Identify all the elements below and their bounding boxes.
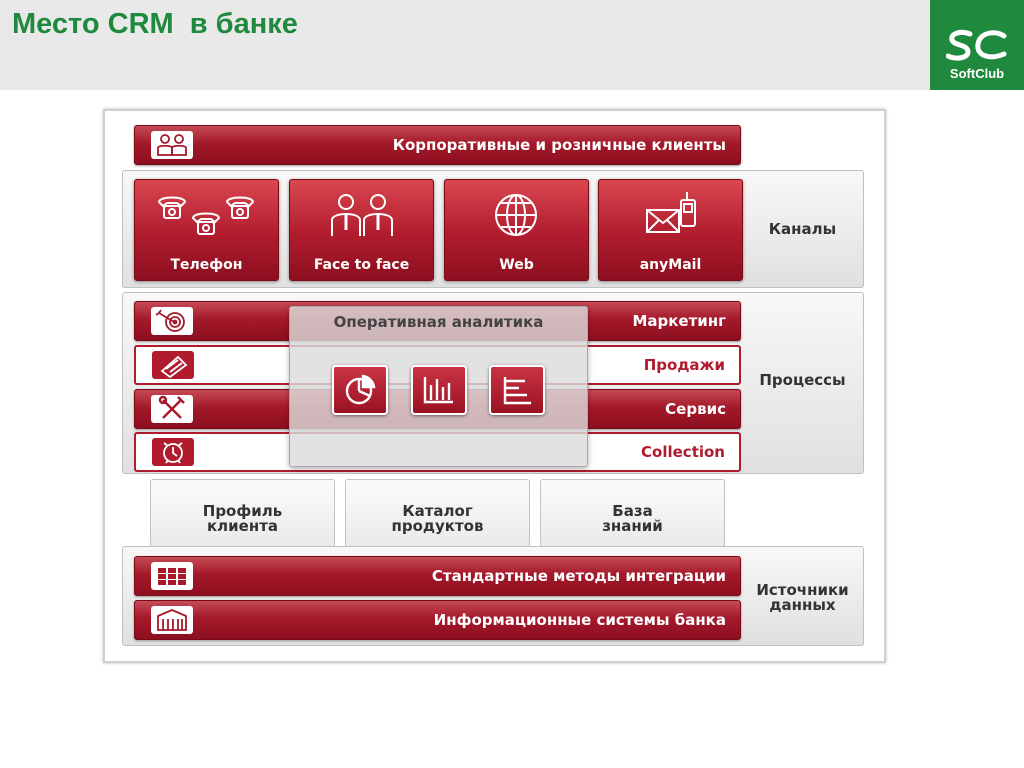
target-icon [151,307,193,335]
grid-icon [151,562,193,590]
box-product-catalog: Каталог продуктов [345,479,530,555]
channels-label: Каналы [768,220,837,238]
sources-label: Источники данных [745,583,860,613]
tile-label: Web [499,257,534,273]
tile-label: Телефон [170,257,243,273]
tools-icon [151,395,193,423]
integration-label: Стандартные методы интеграции [431,567,726,585]
sources-label-line: данных [769,596,836,614]
box-line: знаний [602,517,663,535]
mail-phone-icon [646,192,696,233]
bank-systems-bar: Информационные системы банка [134,600,741,640]
process-label: Сервис [665,400,726,418]
softclub-logo: SoftClub [930,0,1024,90]
box-line: продуктов [391,517,484,535]
tile-label: anyMail [639,257,702,273]
analytics-title: Оперативная аналитика [333,313,544,331]
people-icon [331,194,393,236]
bank-systems-label: Информационные системы банка [433,611,726,629]
channel-tile-web: Web [444,179,589,281]
clients-bar: Корпоративные и розничные клиенты [134,125,741,165]
process-label: Collection [641,443,725,461]
clients-icon [151,131,193,159]
tile-label: Face to face [313,257,410,273]
process-label: Продажи [643,356,725,374]
integration-bar: Стандартные методы интеграции [134,556,741,596]
horizontal-bar-icon [489,365,545,415]
box-client-profile: Профиль клиента [150,479,335,555]
box-line: Профиль [202,502,283,520]
header-bar: Место CRM в банке SoftClub [0,0,1024,90]
telephones-icon [157,196,255,235]
channel-tile-face-to-face: Face to face [289,179,434,281]
process-label: Маркетинг [632,312,726,330]
box-line: Каталог [402,502,473,520]
channel-tile-telephone: Телефон [134,179,279,281]
box-knowledge-base: База знаний [540,479,725,555]
globe-icon [495,194,537,236]
clients-label: Корпоративные и розничные клиенты [392,136,726,154]
bar-chart-icon [411,365,467,415]
building-icon [151,606,193,634]
box-line: База [612,502,653,520]
box-line: клиента [206,517,279,535]
page-title: Место CRM в банке [12,8,298,40]
channel-tile-anymail: anyMail [598,179,743,281]
alarm-clock-icon [152,438,194,466]
sc-logo-icon [946,29,1007,61]
processes-label: Процессы [759,371,846,389]
pie-chart-icon [332,365,388,415]
cash-icon [152,351,194,379]
analytics-panel: Оперативная аналитика [289,306,588,467]
logo-text: SoftClub [949,66,1005,81]
sources-label-line: Источники [756,581,849,599]
